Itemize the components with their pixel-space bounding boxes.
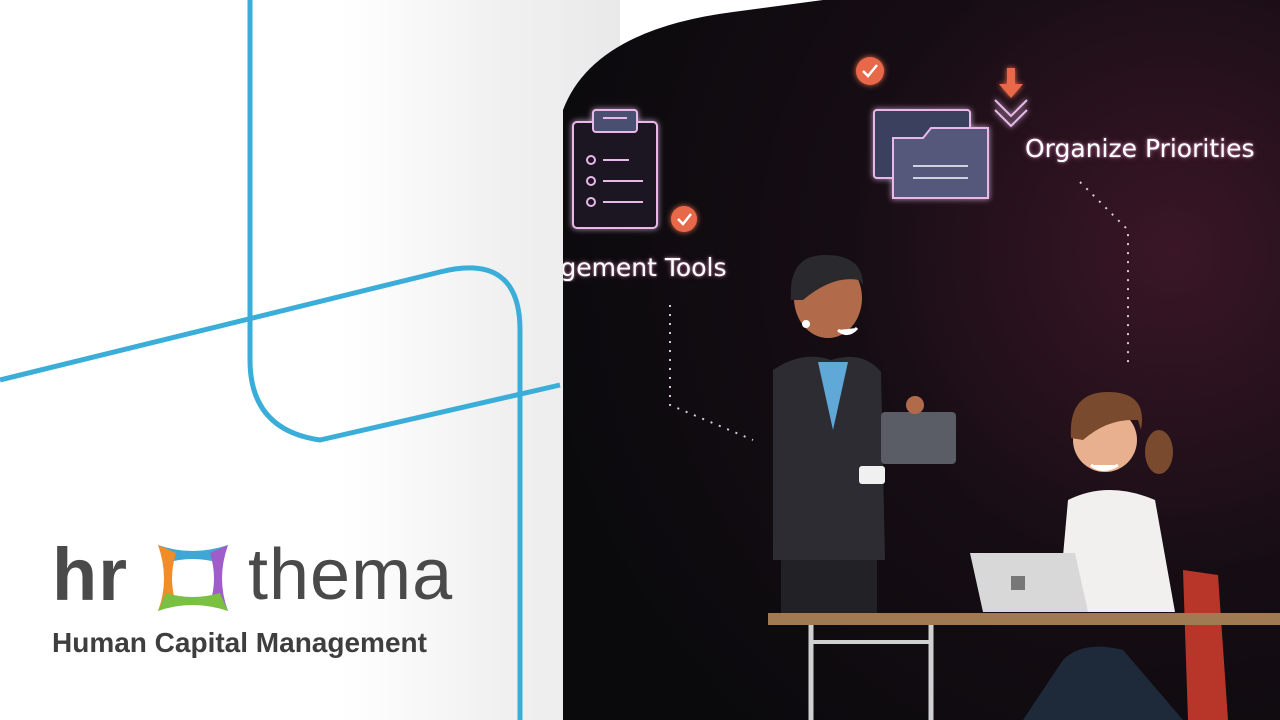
illustration-panel [563,0,1280,720]
download-arrows-icon [994,68,1028,128]
hr-thema-logo: hr thema Human Capital Management [50,535,490,665]
check-circle-icon [856,57,884,85]
folders-icon [873,109,989,199]
desk-illustration [768,553,1280,720]
decorative-lines [0,0,561,720]
logo-tagline: Human Capital Management [52,627,427,658]
left-white-panel [0,0,620,720]
seated-woman-illustration [1058,392,1228,720]
organize-priorities-label: Organize Priorities [1025,134,1255,163]
logo-thema-text: thema [248,535,454,615]
clipboard-checklist-icon [572,109,658,229]
standing-woman-illustration [773,255,956,620]
management-tools-label: agement Tools [563,253,727,282]
hr-thema-mark-icon [158,545,228,611]
logo-hr-text: hr [52,533,128,616]
check-circle-icon [671,206,697,232]
